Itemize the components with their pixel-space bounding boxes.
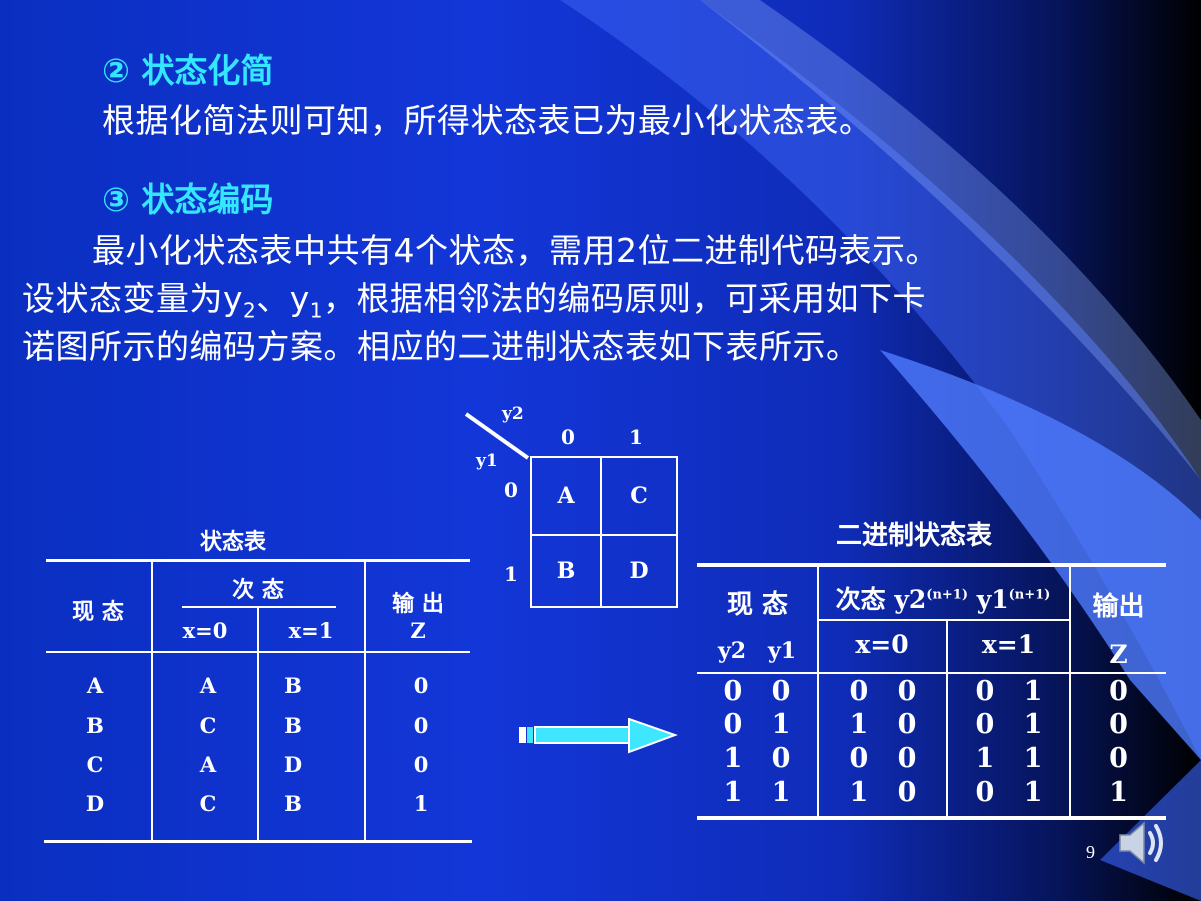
st-h-present: 现 态 [72, 600, 124, 625]
bt-h-x1: x=1 [981, 630, 1036, 659]
kmap-cell-b: B [530, 534, 602, 608]
bt-h-y1: y1 [767, 638, 797, 664]
kmap-diagonal [464, 412, 530, 460]
speaker-icon[interactable] [1116, 818, 1172, 868]
bt-h-output: 输出 [1092, 592, 1145, 622]
bt-h-x0: x=0 [855, 630, 909, 659]
kmap-row-1: 1 [504, 562, 518, 586]
section3-line3: 诺图所示的编码方案。相应的二进制状态表如下表所示。 [22, 327, 860, 366]
section2-heading: ② 状态化简 [102, 51, 274, 90]
bt-h-y2: y2 [717, 638, 747, 664]
st-h-x0: x=0 [182, 618, 228, 643]
kmap-col-0: 0 [561, 425, 575, 449]
kmap-var-top: y2 [502, 404, 524, 424]
kmap-col-1: 1 [629, 425, 643, 449]
section3-line1: 最小化状态表中共有4个状态，需用2位二进制代码表示。 [92, 231, 939, 270]
section3-line2: 设状态变量为y2、y1，根据相邻法的编码原则，可采用如下卡 [22, 279, 927, 323]
kmap-cell-d: D [600, 534, 678, 608]
bt-h-z: Z [1109, 640, 1128, 669]
st-h-next: 次 态 [232, 578, 284, 603]
kmap-row-0: 0 [504, 478, 518, 502]
section3-heading: ③ 状态编码 [102, 180, 274, 219]
page-number: 9 [1086, 842, 1095, 862]
binary-table-caption: 二进制状态表 [836, 521, 993, 551]
st-h-x1: x=1 [288, 618, 334, 643]
state-table-caption: 状态表 [200, 530, 267, 555]
section2-text: 根据化简法则可知，所得状态表已为最小化状态表。 [102, 101, 873, 140]
bt-h-next: 次态 y2(n+1) y1(n+1) [835, 585, 1051, 614]
st-h-z: Z [410, 618, 426, 643]
kmap-var-left: y1 [476, 451, 498, 471]
arrow-right-icon [519, 718, 678, 754]
kmap-cell-a: A [530, 456, 602, 536]
kmap-cell-c: C [600, 456, 678, 536]
st-h-output: 输 出 [392, 592, 444, 617]
bt-h-present: 现 态 [726, 590, 789, 620]
